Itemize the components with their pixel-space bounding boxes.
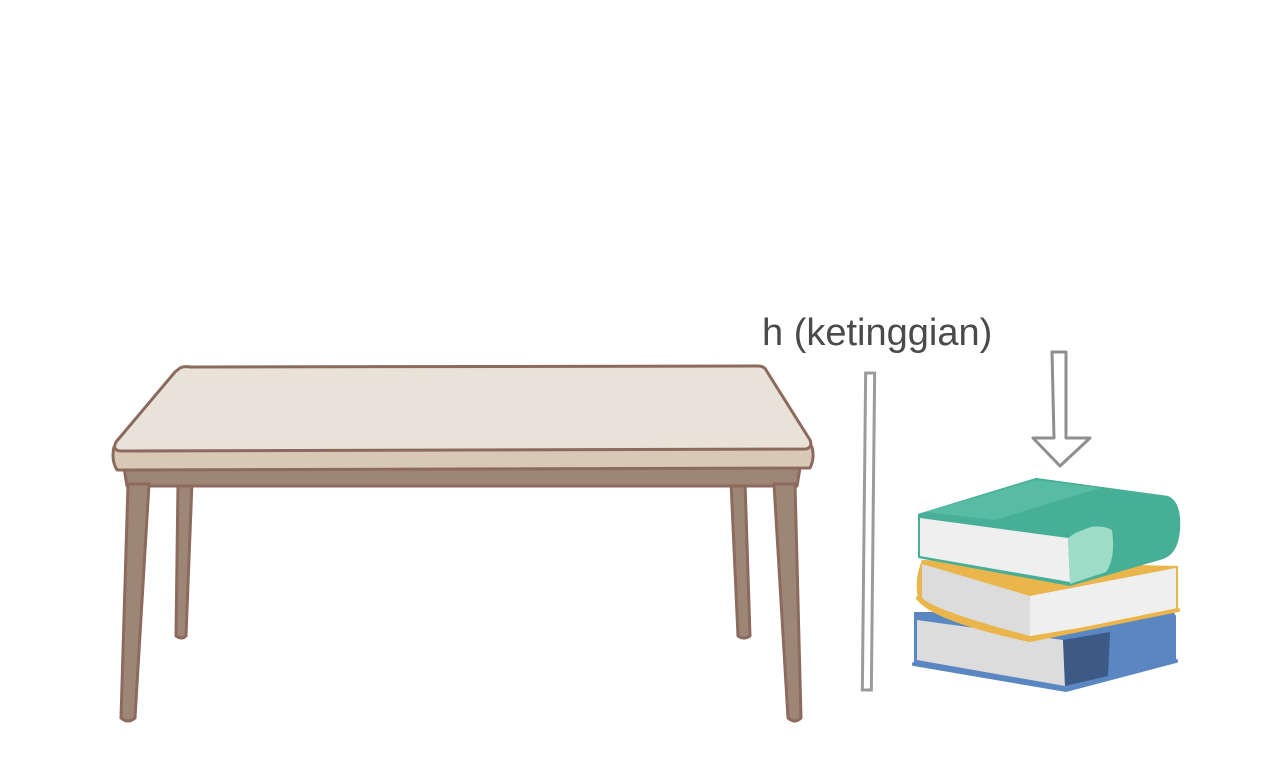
book-yellow <box>916 560 1180 643</box>
down-arrow-icon <box>1031 350 1092 468</box>
book-stack <box>912 478 1181 693</box>
table-top-edge <box>111 445 815 472</box>
table-leg-back-right <box>729 480 752 640</box>
table <box>111 364 815 723</box>
height-label: h (ketinggian) <box>762 312 993 354</box>
table-leg-front-left <box>119 482 151 723</box>
table-leg-front-right <box>772 482 803 723</box>
table-top-surface <box>113 364 813 453</box>
table-leg-back-left <box>174 480 194 640</box>
book-green <box>918 478 1181 586</box>
height-ruler <box>860 371 877 692</box>
